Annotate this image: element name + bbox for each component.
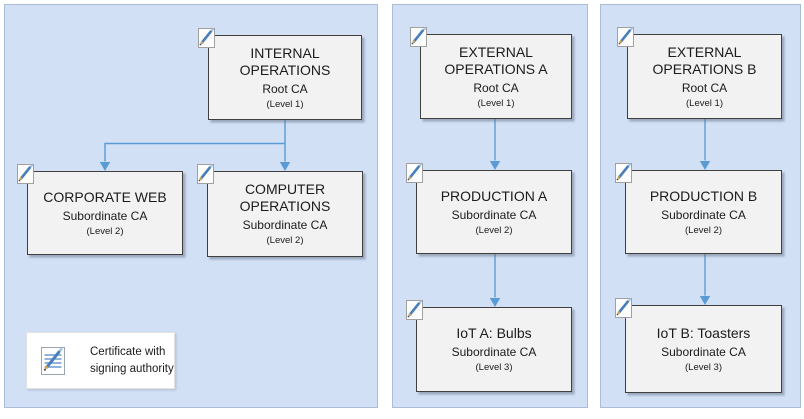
- ca-node-computer-operations: COMPUTER OPERATIONS Subordinate CA (Leve…: [207, 171, 363, 257]
- ca-node-production-a: PRODUCTION A Subordinate CA (Level 2): [416, 170, 572, 254]
- node-level: (Level 2): [266, 235, 304, 246]
- panel-external-operations-a: EXTERNAL OPERATIONS A Root CA (Level 1) …: [392, 4, 588, 408]
- node-title: INTERNAL OPERATIONS: [239, 44, 331, 78]
- certificate-signing-icon: [615, 163, 632, 183]
- ca-node-corporate-web: CORPORATE WEB Subordinate CA (Level 2): [27, 171, 183, 255]
- node-title: CORPORATE WEB: [43, 188, 167, 205]
- certificate-signing-icon: [406, 300, 423, 320]
- ca-node-iot-a-bulbs: IoT A: Bulbs Subordinate CA (Level 3): [416, 307, 572, 392]
- certificate-signing-icon: [198, 28, 215, 48]
- ca-node-internal-root: INTERNAL OPERATIONS Root CA (Level 1): [208, 35, 362, 120]
- node-subtitle: Subordinate CA: [661, 207, 746, 222]
- node-subtitle: Root CA: [262, 81, 308, 96]
- node-level: (Level 1): [266, 98, 304, 110]
- node-subtitle: Subordinate CA: [62, 208, 148, 223]
- node-subtitle: Root CA: [681, 80, 728, 95]
- node-title: EXTERNAL OPERATIONS B: [652, 43, 757, 77]
- legend-label: Certificate with signing authority: [90, 344, 174, 378]
- node-level: (Level 2): [86, 225, 124, 237]
- ca-node-external-b-root: EXTERNAL OPERATIONS B Root CA (Level 1): [627, 34, 782, 119]
- certificate-signing-icon: [410, 27, 427, 47]
- legend-label-line2: signing authority: [90, 363, 174, 375]
- node-level: (Level 2): [475, 224, 513, 236]
- node-level: (Level 3): [475, 362, 513, 373]
- certificate-signing-icon: [615, 298, 632, 318]
- node-title: IoT A: Bulbs: [456, 325, 532, 341]
- node-title: IoT B: Toasters: [656, 324, 751, 341]
- node-title: EXTERNAL OPERATIONS A: [444, 43, 548, 77]
- certificate-signing-icon: [41, 347, 65, 375]
- node-subtitle: Subordinate CA: [661, 344, 746, 359]
- node-title: PRODUCTION B: [649, 187, 758, 204]
- panel-internal-operations: INTERNAL OPERATIONS Root CA (Level 1) CO…: [4, 4, 378, 408]
- certificate-signing-icon: [617, 27, 634, 47]
- node-subtitle: Subordinate CA: [451, 207, 537, 222]
- certificate-signing-icon: [17, 164, 34, 184]
- node-subtitle: Root CA: [473, 80, 519, 95]
- node-subtitle: Subordinate CA: [242, 218, 328, 232]
- certificate-signing-icon: [197, 164, 214, 184]
- node-level: (Level 2): [685, 224, 722, 236]
- ca-node-production-b: PRODUCTION B Subordinate CA (Level 2): [625, 170, 782, 254]
- ca-node-iot-b-toasters: IoT B: Toasters Subordinate CA (Level 3): [625, 305, 782, 393]
- legend-box: Certificate with signing authority: [26, 332, 175, 389]
- ca-node-external-a-root: EXTERNAL OPERATIONS A Root CA (Level 1): [420, 34, 572, 119]
- node-title: COMPUTER OPERATIONS: [239, 181, 331, 214]
- node-level: (Level 1): [686, 97, 723, 109]
- node-subtitle: Subordinate CA: [451, 345, 537, 359]
- node-title: PRODUCTION A: [440, 187, 548, 204]
- node-level: (Level 1): [477, 97, 515, 109]
- certificate-signing-icon: [406, 163, 423, 183]
- node-level: (Level 3): [685, 361, 722, 373]
- legend-label-line1: Certificate with: [90, 346, 166, 358]
- panel-external-operations-b: EXTERNAL OPERATIONS B Root CA (Level 1) …: [600, 4, 801, 408]
